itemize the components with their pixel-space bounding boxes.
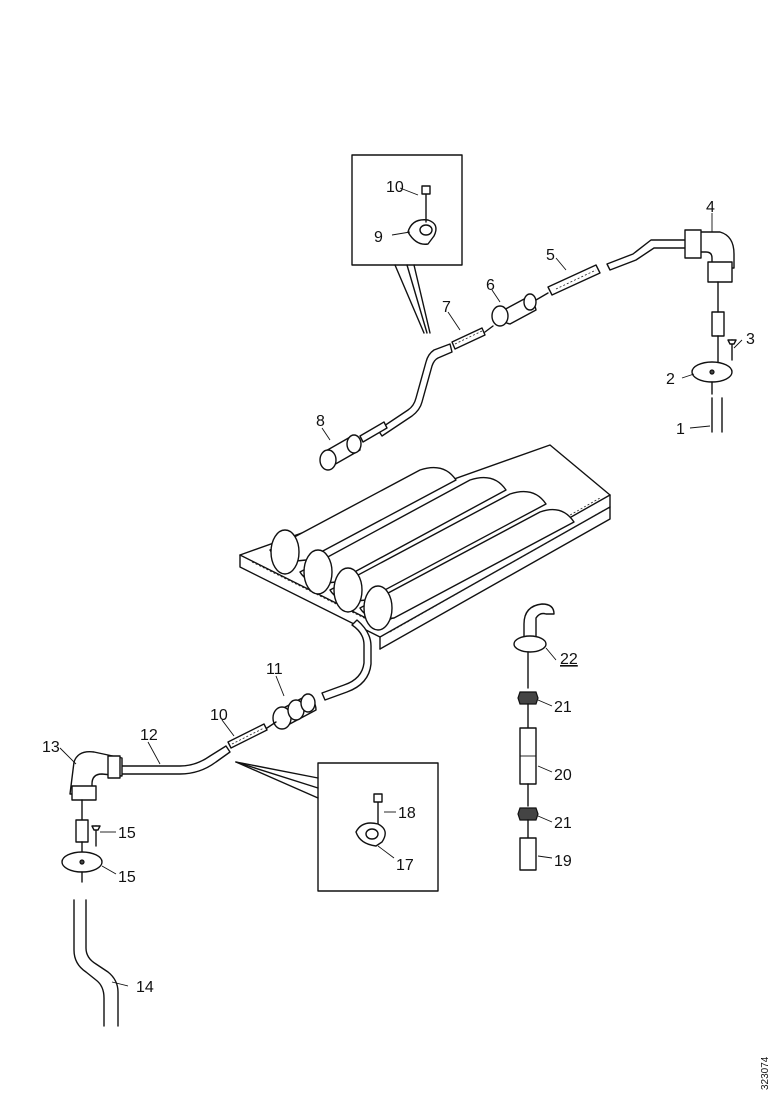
label-4: 4 <box>706 199 715 216</box>
flange-part-15 <box>61 851 103 883</box>
leader-lines <box>59 213 743 987</box>
screw-part-15 <box>91 825 101 847</box>
image-code: 323074 <box>760 1056 771 1090</box>
label-13: 13 <box>42 739 60 756</box>
label-18: 18 <box>398 805 416 822</box>
pipe-part-1 <box>711 397 723 433</box>
nut-part-21-bottom <box>517 807 539 821</box>
part-labels: 1 2 3 4 5 6 7 8 9 10 10 11 12 13 14 15 1… <box>42 179 755 996</box>
label-21-top: 21 <box>554 699 572 716</box>
clip-part-9 <box>407 219 437 245</box>
flange-part-2 <box>691 361 733 395</box>
nut-part-21-top <box>517 691 539 705</box>
label-10-bottom: 10 <box>210 707 228 724</box>
label-21-bottom: 21 <box>554 815 572 832</box>
detail-box-bottom <box>235 761 439 892</box>
label-10-top: 10 <box>386 179 404 196</box>
label-14: 14 <box>136 979 154 996</box>
label-8: 8 <box>316 413 325 430</box>
screw-part-18 <box>373 793 383 827</box>
label-17: 17 <box>396 857 414 874</box>
label-12: 12 <box>140 727 158 744</box>
label-15-screw: 15 <box>118 825 136 842</box>
clip-part-17 <box>355 822 386 847</box>
pipe-upper <box>319 239 688 471</box>
heater-radiator <box>239 444 611 650</box>
label-11: 11 <box>266 661 283 678</box>
nozzle-part-22 <box>513 603 555 689</box>
label-5: 5 <box>546 247 555 264</box>
label-3: 3 <box>746 331 755 348</box>
tube-part-19 <box>519 819 537 871</box>
vertical-stub-lower <box>75 799 89 853</box>
pipe-part-14 <box>73 899 119 1027</box>
tube-part-20 <box>519 703 537 807</box>
elbow-part-13 <box>69 751 123 801</box>
label-7: 7 <box>442 299 451 316</box>
elbow-part-4 <box>684 229 735 283</box>
vertical-stub-upper <box>711 281 725 363</box>
label-2: 2 <box>666 371 675 388</box>
screw-part-3 <box>727 339 737 361</box>
label-22: 22 <box>560 651 578 668</box>
label-9: 9 <box>374 229 383 246</box>
detail-box-top <box>351 154 463 334</box>
label-15-flange: 15 <box>118 869 136 886</box>
label-6: 6 <box>486 277 495 294</box>
label-20: 20 <box>554 767 572 784</box>
label-19: 19 <box>554 853 572 870</box>
pipe-lower <box>119 619 372 775</box>
label-1: 1 <box>676 421 685 438</box>
screw-part-10-top <box>421 185 431 223</box>
